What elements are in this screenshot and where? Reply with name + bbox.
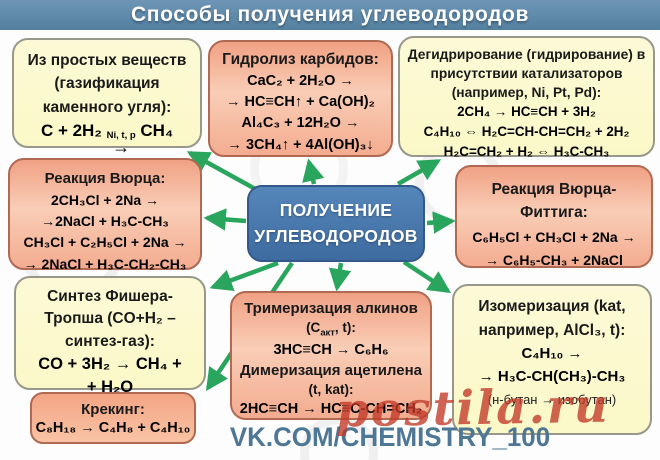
box-title: Из простых веществ (газификация каменног… <box>27 52 187 116</box>
box-title: Изомеризация (kat, например, AlCl₃, t): <box>478 298 626 340</box>
box-title: Реакция Вюрца: <box>44 170 166 187</box>
formula-line: → 2NaCl + H₃C-CH₂-CH₃ <box>23 255 187 272</box>
formula-line: → C₆H₅-CH₃ + 2NaCl <box>485 252 623 269</box>
formula-line: 2CH₃Cl + 2Na → <box>50 191 159 208</box>
box-title: Тримеризация алкинов <box>244 300 418 317</box>
catalyst-label: Ni, t, p <box>106 129 136 141</box>
formula-line: H₂C=CH₂ + H₂ ⇔ H₃C-CH₃ <box>443 144 610 160</box>
box-title: Синтез Фишера-Тропша (CO+H₂ – синтез-газ… <box>44 288 176 350</box>
box-wurtz-fittig-reaction: Реакция Вюрца-Фиттига: C₆H₅Cl + CH₃Cl + … <box>455 165 653 268</box>
box-dehydrogenation: Дегидрирование (гидрирование) в присутст… <box>398 36 655 159</box>
arrow-glyph: → <box>112 137 131 158</box>
arrow-to-wurtz <box>203 208 247 231</box>
formula-line: 2CH₄ → HC≡CH + 3H₂ <box>457 104 596 120</box>
formula-line: C + 2H₂ Ni, t, p → CH₄ <box>17 120 197 158</box>
formula-line: C₈H₁₈ → C₄H₈ + C₄H₁₀ <box>35 420 191 436</box>
formula-line: CO + 3H₂ → CH₄ + <box>38 355 182 374</box>
formula-line: → HC≡CH↑ + Ca(OH)₂ <box>225 94 376 110</box>
central-node-label: ПОЛУЧЕНИЕ УГЛЕВОДОРОДОВ <box>254 200 418 246</box>
page-title: Способы получения углеводородов <box>0 0 660 30</box>
box-fischer-tropsch: Синтез Фишера-Тропша (CO+H₂ – синтез-газ… <box>14 276 206 396</box>
box-title: Димеризация ацетилена <box>239 362 423 380</box>
formula-line: C₆H₅Cl + CH₃Cl + 2Na → <box>472 228 636 245</box>
condition-text: (C <box>306 320 321 336</box>
formula-line: C₄H₁₀ ⇔ H₂C=CH-CH=CH₂ + 2H₂ <box>423 124 630 140</box>
central-node: ПОЛУЧЕНИЕ УГЛЕВОДОРОДОВ <box>247 185 425 262</box>
condition-line: (t, kat): <box>308 382 354 398</box>
formula-right: CH₄ <box>140 120 174 140</box>
box-cracking: Крекинг: C₈H₁₈ → C₄H₈ + C₄H₁₀ <box>30 392 196 444</box>
condition-line: (Cакт, t): <box>235 319 427 340</box>
condition-subscript: акт <box>320 327 335 339</box>
box-title: Дегидрирование (гидрирование) в присутст… <box>407 47 646 101</box>
formula-left: C + 2H₂ <box>40 120 102 140</box>
formula-line: →2NaCl + H₃C-CH₃ <box>41 213 169 230</box>
box-title: Крекинг: <box>81 401 145 418</box>
note-line: (н-бутан → изобутан) <box>487 392 617 408</box>
arrow-to-fischer <box>209 260 279 292</box>
formula-line: + H₂O <box>86 377 134 396</box>
formula-line: 3HC≡CH → C₆H₆ <box>273 342 389 359</box>
box-wurtz-reaction: Реакция Вюрца: 2CH₃Cl + 2Na → →2NaCl + H… <box>8 158 202 272</box>
formula-line: → H₃C-CH(CH₃)-CH₃ <box>478 367 626 385</box>
postila-watermark: postila.ru <box>335 378 611 439</box>
formula-line: Al₄C₃ + 12H₂O → <box>241 115 360 132</box>
box-carbide-hydrolysis: Гидролиз карбидов: CaC₂ + 2H₂O → → HC≡CH… <box>208 40 393 157</box>
formula-line: CH₃Cl + C₂H₅Cl + 2Na → <box>23 234 187 251</box>
box-isomerization: Изомеризация (kat, например, AlCl₃, t): … <box>452 284 652 435</box>
vk-community-link: VK.COM/CHEMISTRY_100 <box>229 422 551 452</box>
formula-line: 2HC≡CH → HC≡C-CH=CH₂ <box>239 401 423 418</box>
reaction-arrow-with-catalyst: Ni, t, p → <box>106 129 136 158</box>
box-title: Реакция Вюрца-Фиттига: <box>491 181 617 222</box>
arrow-to-trimer <box>328 262 352 292</box>
formula-line: C₄H₁₀ → <box>521 345 583 363</box>
condition-text: , t): <box>334 320 356 336</box>
arrow-to-isomer <box>402 260 452 293</box>
formula-line: → 3CH₄↑ + 4Al(OH)₃↓ <box>227 136 374 153</box>
formula-line: CaC₂ + 2H₂O → <box>247 72 354 89</box>
box-simple-substances: Из простых веществ (газификация каменног… <box>12 38 202 156</box>
box-title: Гидролиз карбидов: <box>222 51 379 68</box>
